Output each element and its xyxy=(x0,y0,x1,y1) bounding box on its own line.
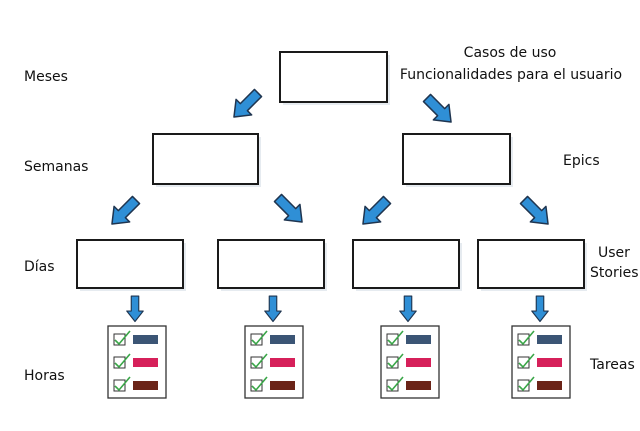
checkbox-icon xyxy=(250,356,263,369)
task-bar xyxy=(537,335,562,344)
checkmark-icon xyxy=(114,353,131,369)
arrow-day-to-tasks-4-icon xyxy=(531,295,549,323)
arrow-week-to-day-2-icon xyxy=(269,189,311,231)
arrow-day-to-tasks-3-icon xyxy=(399,295,417,323)
checkbox-icon xyxy=(250,333,263,346)
annotation-user-stories-line2: Stories xyxy=(590,265,639,281)
task-bar xyxy=(270,358,295,367)
checkbox-icon xyxy=(386,379,399,392)
task-bar xyxy=(270,335,295,344)
arrow-month-to-week-right-icon xyxy=(418,89,460,131)
checkbox-icon xyxy=(250,379,263,392)
box-day-1 xyxy=(76,239,186,291)
task-checklist-icon xyxy=(511,325,571,399)
checkmark-icon xyxy=(518,376,535,392)
box-day-3 xyxy=(352,239,462,291)
task-bar xyxy=(133,358,158,367)
checkmark-icon xyxy=(251,353,268,369)
checkbox-icon xyxy=(113,379,126,392)
task-bar xyxy=(406,381,431,390)
box-day-2 xyxy=(217,239,327,291)
arrow-day-to-tasks-2-icon xyxy=(264,295,282,323)
level-label-days: Días xyxy=(24,259,55,275)
task-bar xyxy=(270,381,295,390)
annotation-user-stories-line1: User xyxy=(598,245,630,261)
task-checklist-icon xyxy=(380,325,440,399)
task-bar xyxy=(406,335,431,344)
task-checklist-icon xyxy=(244,325,304,399)
checkmark-icon xyxy=(251,330,268,346)
checkbox-icon xyxy=(517,379,530,392)
checkmark-icon xyxy=(518,330,535,346)
box-week-right xyxy=(402,133,513,187)
annotation-tasks: Tareas xyxy=(590,357,635,373)
checkmark-icon xyxy=(251,376,268,392)
checkbox-icon xyxy=(517,356,530,369)
arrow-week-to-day-1-icon xyxy=(103,191,145,233)
task-bar xyxy=(537,381,562,390)
checkbox-icon xyxy=(113,333,126,346)
box-month xyxy=(279,51,390,105)
arrow-week-to-day-4-icon xyxy=(515,191,557,233)
level-label-months: Meses xyxy=(24,69,68,85)
checkbox-icon xyxy=(113,356,126,369)
box-day-4 xyxy=(477,239,587,291)
checkmark-icon xyxy=(518,353,535,369)
task-bar xyxy=(537,358,562,367)
checkmark-icon xyxy=(387,376,404,392)
checkmark-icon xyxy=(387,330,404,346)
checkmark-icon xyxy=(387,353,404,369)
checkbox-icon xyxy=(517,333,530,346)
task-bar xyxy=(406,358,431,367)
annotation-use-cases-line1: Casos de uso xyxy=(463,45,557,61)
task-bar xyxy=(133,335,158,344)
checkbox-icon xyxy=(386,333,399,346)
level-label-hours: Horas xyxy=(24,368,65,384)
arrow-month-to-week-left-icon xyxy=(225,84,267,126)
task-checklist-icon xyxy=(107,325,167,399)
box-week-left xyxy=(152,133,261,187)
arrow-day-to-tasks-1-icon xyxy=(126,295,144,323)
annotation-epics: Epics xyxy=(563,153,600,169)
checkmark-icon xyxy=(114,330,131,346)
annotation-use-cases-line2: Funcionalidades para el usuario xyxy=(399,67,623,83)
level-label-weeks: Semanas xyxy=(24,159,89,175)
arrow-week-to-day-3-icon xyxy=(354,191,396,233)
checkbox-icon xyxy=(386,356,399,369)
task-bar xyxy=(133,381,158,390)
checkmark-icon xyxy=(114,376,131,392)
